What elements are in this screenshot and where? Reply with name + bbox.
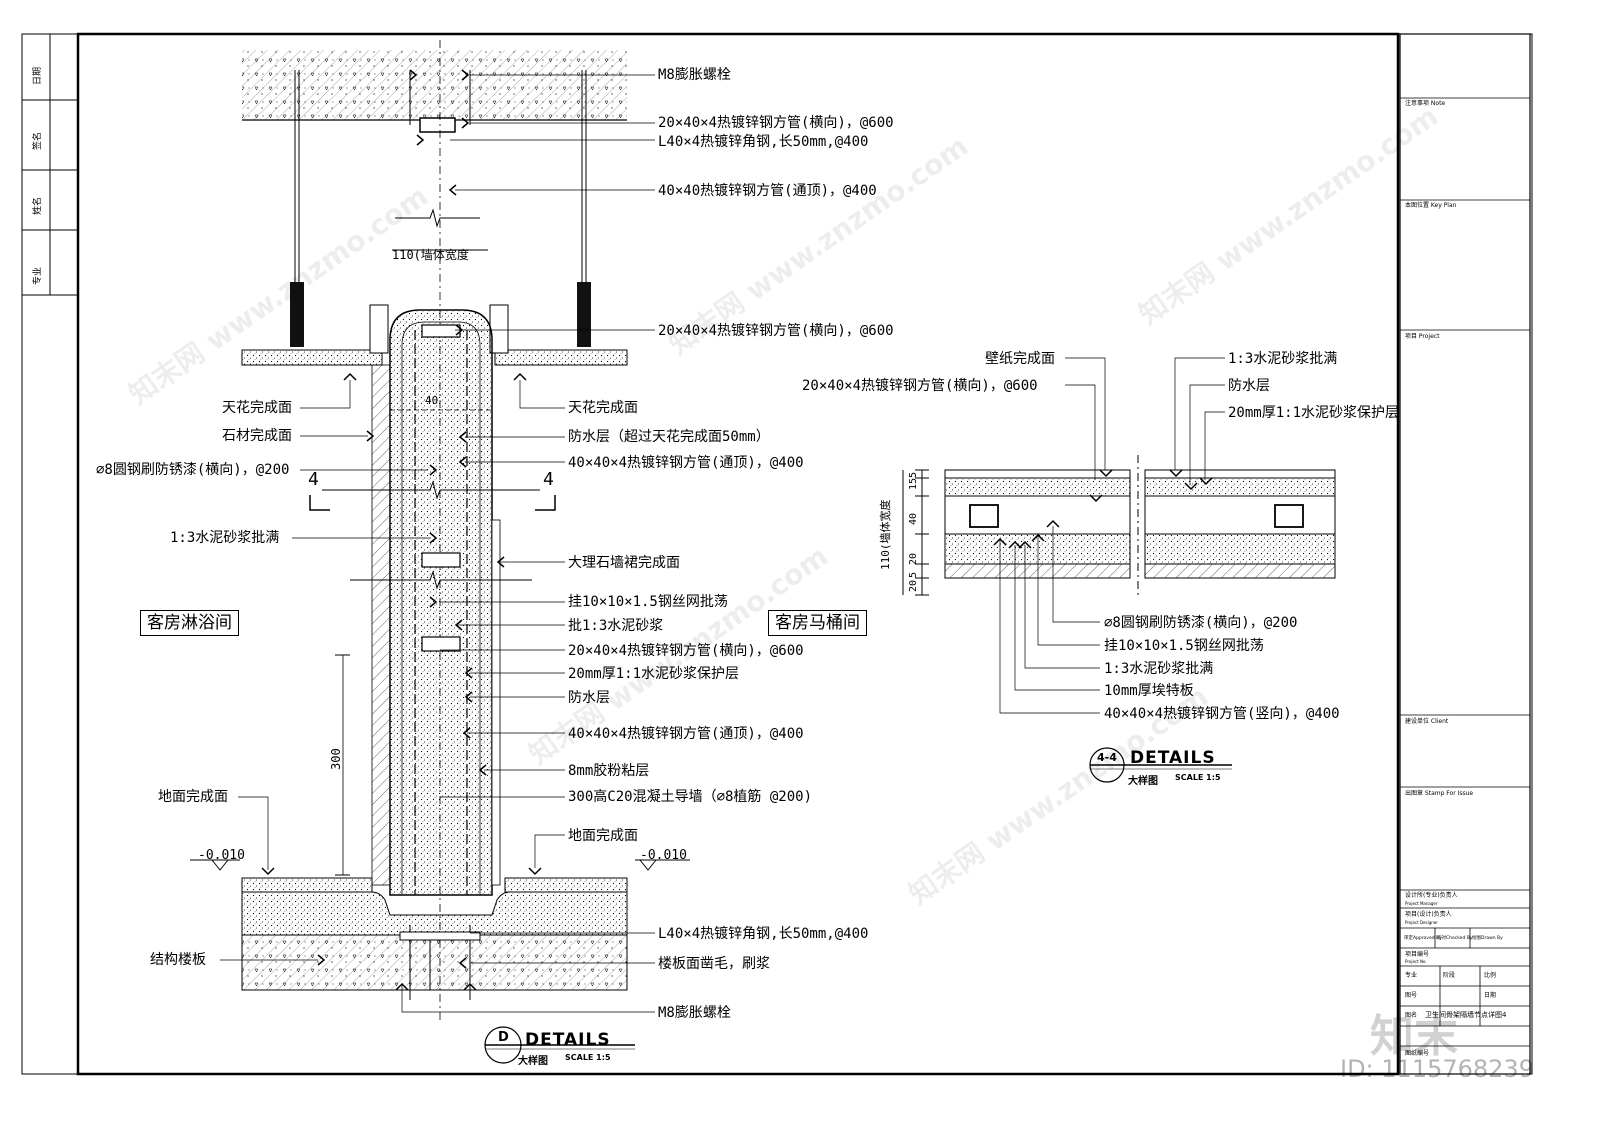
tb-title-value: 卫生间骨架隔墙节点详图4 [1425,1011,1507,1019]
tb-note: 注意事项 Note [1405,100,1446,107]
label-44-b3: 10mm厚埃特板 [1104,683,1194,699]
detail-d-tag: D [498,1030,509,1045]
label-d-l4: 地面完成面 [158,789,228,805]
detail-44-subtitle: 大样图 [1128,776,1158,787]
detail-d-subtitle: 大样图 [518,1056,548,1067]
label-44-b4: 40×40×4热镀锌钢方管(竖向)，@400 [1104,706,1340,722]
dim-44-15: 15 [908,477,919,490]
strip-label-name: 姓名 [33,196,43,215]
label-d-r19: 楼板面凿毛，刷浆 [658,956,770,972]
label-d-l2: ∅8圆钢刷防锈漆(横向)，@200 [96,462,290,478]
label-d-r15: 8mm胶粉粘层 [568,763,650,779]
tb-project: 项目 Project [1405,333,1440,340]
level-right: -0.010 [640,848,687,863]
label-d-r6: 防水层（超过天花完成面50mm） [568,429,770,445]
label-d-r7: 40×40×4热镀锌钢方管(通顶)，@400 [568,455,804,471]
detail-44-scale: SCALE 1:5 [1175,773,1221,782]
tb-projno-en: Project No. [1405,959,1427,964]
dim-44-20: 20 [908,579,919,592]
label-d-r20: M8膨胀螺栓 [658,1005,731,1021]
dim-44-width: 110(墙体宽度 [879,499,892,571]
tb-client: 建设单位 Client [1405,718,1449,725]
label-d-l3: 1:3水泥砂浆批满 [170,530,280,546]
label-d-r18: L40×4热镀锌角钢,长50mm,@400 [658,926,869,942]
label-d-r17: 地面完成面 [568,828,638,844]
tb-projno: 项目编号 [1405,951,1430,958]
tb-manager: 设计所(专业)负责人 [1405,892,1458,899]
label-d-r12: 20mm厚1:1水泥砂浆保护层 [568,666,740,682]
label-44-b0: ∅8圆钢刷防锈漆(横向)，@200 [1104,615,1298,631]
label-d-r10: 批1:3水泥砂浆 [568,618,664,634]
tb-checked: 校对Checked By [1437,936,1473,941]
tb-scale: 比例 [1484,972,1497,979]
tb-title-label: 图名 [1405,1012,1418,1019]
tb-approved: 审定Approved By [1404,936,1442,941]
label-44-tl0: 壁纸完成面 [985,351,1055,367]
detail-d-scale: SCALE 1:5 [565,1053,611,1062]
tb-drawn: 绘图Drawn By [1472,936,1503,941]
tb-designer-en: Project Designer [1405,920,1438,925]
dim-40: 40 [425,394,439,407]
label-d-r16: 300高C20混凝土导墙（∅8植筋 @200) [568,789,813,805]
section-mark-left: 4 [308,469,319,490]
room-label-toilet: 客房马桶间 [768,610,867,636]
label-44-b2: 1:3水泥砂浆批满 [1104,661,1214,677]
label-44-tl1: 20×40×4热镀锌钢方管(横向)，@600 [802,378,1038,394]
tb-date: 日期 [1484,992,1497,999]
label-44-tr2: 20mm厚1:1水泥砂浆保护层 [1228,405,1400,421]
label-d-l0: 天花完成面 [222,400,292,416]
label-d-r4: 20×40×4热镀锌钢方管(横向)，@600 [658,323,894,339]
dim-44-40: 40 [908,512,919,525]
label-44-b1: 挂10×10×1.5钢丝网批荡 [1104,638,1264,654]
tb-keyplan: 本图位置 Key Plan [1405,202,1457,209]
strip-label-discipline: 专业 [33,266,43,285]
strip-label-sign: 签名 [33,131,43,150]
dim-wall-width: 110(墙体宽度 [392,248,469,262]
tb-phase: 阶段 [1443,972,1456,979]
label-d-r8: 大理石墙裙完成面 [568,555,680,571]
label-d-r0: M8膨胀螺栓 [658,67,731,83]
dim-44-20b: 20 [908,552,919,565]
tb-sheet-no: 图纸编号 [1405,1050,1430,1057]
label-d-r5: 天花完成面 [568,400,638,416]
label-d-l5: 结构楼板 [150,952,206,968]
level-left: -0.010 [198,848,245,863]
label-d-r1: 20×40×4热镀锌钢方管(横向)，@600 [658,115,894,131]
label-d-r13: 防水层 [568,690,610,706]
label-d-r3: 40×40热镀锌钢方管(通顶)，@400 [658,183,877,199]
tb-drawing-no: 图号 [1405,992,1418,999]
strip-label-date: 日期 [33,66,43,85]
detail-d-title: DETAILS [525,1030,611,1050]
id-text: ID: 1115768239 [1340,1055,1534,1083]
detail-44-title: DETAILS [1130,748,1216,768]
label-44-tr1: 防水层 [1228,378,1270,394]
room-label-shower: 客房淋浴间 [140,610,239,636]
dim-44-5b: 5 [908,471,919,478]
tb-discipline: 专业 [1405,972,1418,979]
tb-stamp: 出图章 Stamp For Issue [1405,790,1474,797]
dim-300: 300 [329,748,343,770]
label-d-r14: 40×40×4热镀锌钢方管(通顶)，@400 [568,726,804,742]
detail-44-tag: 4-4 [1097,751,1117,764]
label-d-r9: 挂10×10×1.5钢丝网批荡 [568,594,728,610]
label-d-l1: 石材完成面 [222,428,292,444]
tb-manager-en: Project Manager [1405,901,1438,906]
dim-44-5: 5 [908,571,919,578]
tb-designer: 项目(设计)负责人 [1405,911,1452,918]
label-d-r11: 20×40×4热镀锌钢方管(横向)，@600 [568,643,804,659]
watermark-logo: 知末 [1370,1011,1458,1062]
section-mark-right: 4 [543,469,554,490]
label-44-tr0: 1:3水泥砂浆批满 [1228,351,1338,367]
label-d-r2: L40×4热镀锌角钢,长50mm,@400 [658,134,869,150]
